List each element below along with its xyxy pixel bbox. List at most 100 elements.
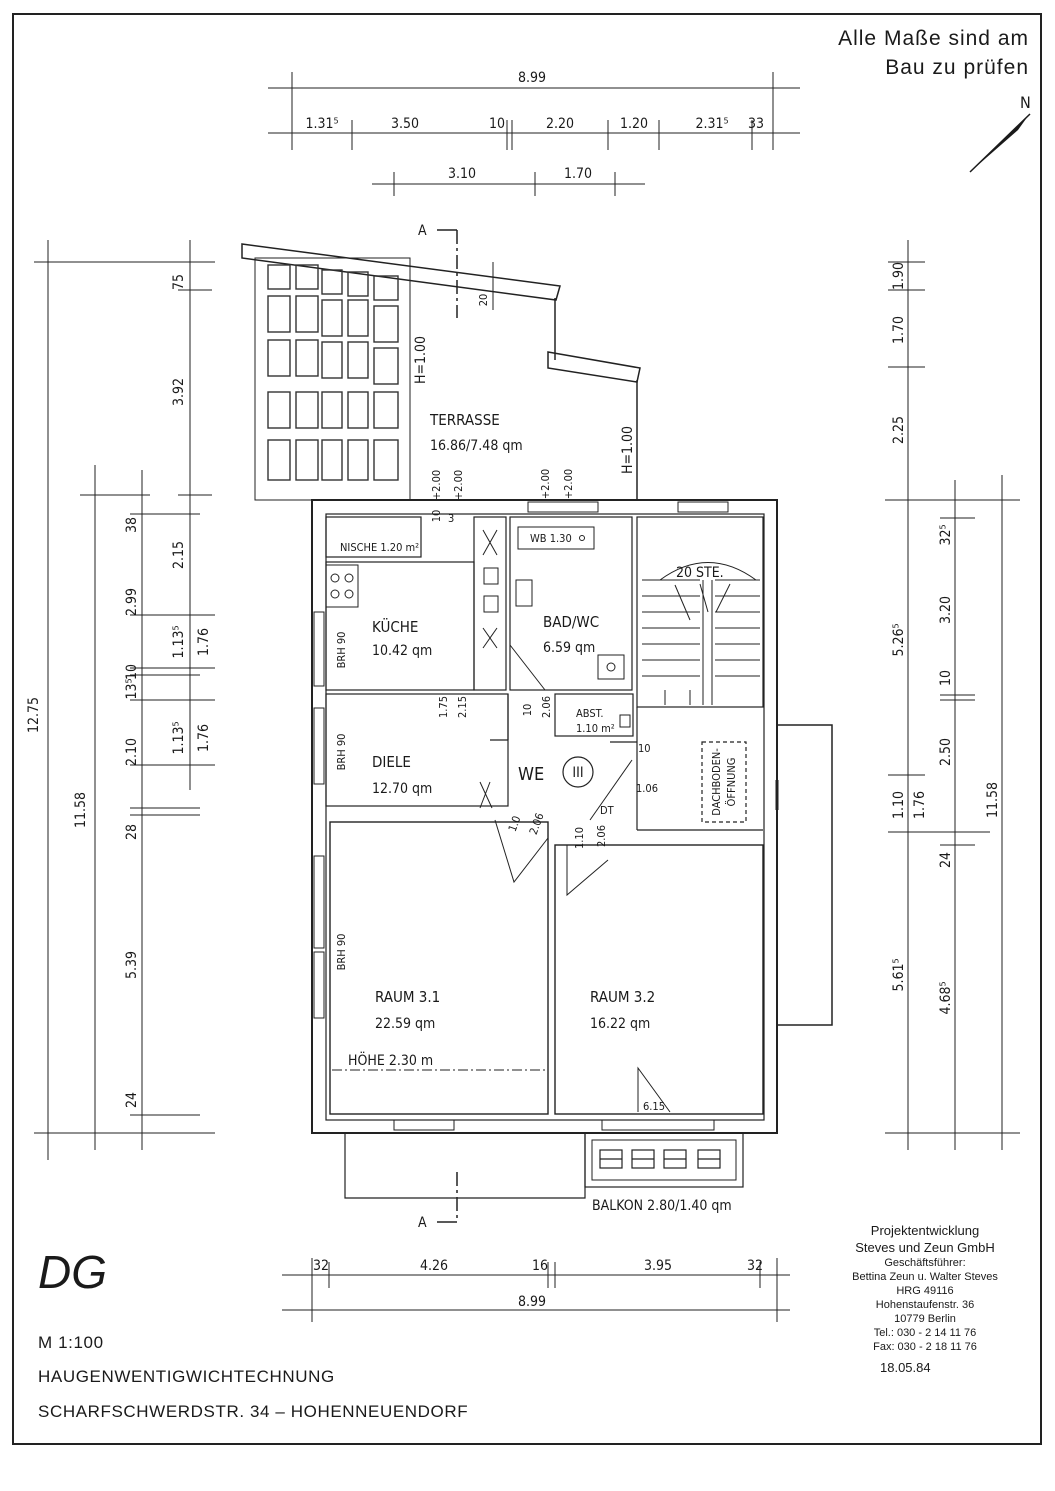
dim-left-c2: 2.99 [124, 588, 140, 616]
dim-left-c2: 13⁵ [124, 678, 140, 699]
office-line: Fax: 030 - 2 18 11 76 [873, 1341, 977, 1353]
bottom-dimensions [282, 1258, 790, 1322]
dim-left-c3: 1.76 [196, 724, 212, 752]
dim-left-c1: 1.13⁵ [171, 721, 187, 754]
sill-height: BRH 90 [335, 632, 348, 669]
verify-note-line: Bau zu prüfen [885, 56, 1029, 79]
terrace-tiles [267, 264, 399, 481]
north-label: N [1020, 93, 1031, 112]
dim-left-mid: 11.58 [73, 792, 89, 828]
left-dimensions [34, 240, 215, 1160]
kitchen-area: 10.42 qm [372, 643, 432, 659]
dim-right-c1: 1.70 [891, 316, 907, 344]
dim-110: 1.10 [573, 827, 586, 849]
storage-name: ABST. [576, 707, 604, 720]
dim-right-c2: 32⁵ [938, 524, 954, 545]
dim-10: 10 [638, 742, 651, 755]
dim-top-total: 8.99 [518, 70, 546, 86]
balcony-planters [599, 1149, 721, 1169]
verify-note: Alle Maße sind am Bau zu prüfen [769, 24, 1029, 82]
attic-label: ÖFFNUNG [725, 758, 738, 807]
attic-label: DACHBODEN- [710, 748, 723, 816]
north-arrow-icon: N [969, 93, 1031, 173]
dim-3: 3 [448, 512, 454, 525]
window-height: +2.00 [539, 469, 552, 499]
dim-top-seg: 33 [748, 116, 764, 132]
dim-left-c1: 1.13⁵ [171, 625, 187, 658]
dim-right-c2: 4.68⁵ [938, 981, 954, 1014]
dim-top-seg: 3.50 [391, 116, 419, 132]
niche-label: NISCHE 1.20 m² [340, 541, 419, 554]
scale-label: M 1:100 [38, 1333, 104, 1352]
dim-right-c1: 5.26⁵ [891, 623, 907, 656]
window-height: +2.00 [562, 469, 575, 499]
dim-right-c1: 1.10 [891, 791, 907, 819]
dim-right-c2: 24 [938, 852, 954, 868]
dim-top-row3: 1.70 [564, 166, 592, 182]
verify-note-line: Alle Maße sind am [838, 27, 1029, 50]
dim-175: 1.75 [437, 696, 450, 718]
building-walls [311, 499, 833, 1223]
door-label-dt: DT [600, 804, 615, 817]
dim-bottom-seg: 32 [747, 1258, 763, 1274]
terrace-rail-height: H=1.00 [620, 426, 636, 474]
storage-area: 1.10 m² [576, 722, 615, 735]
office-line: Geschäftsführer: [884, 1257, 966, 1269]
dim-615: 6.15 [643, 1100, 665, 1113]
kitchen-name: KÜCHE [372, 617, 418, 636]
office-line: Projektentwicklung [870, 1223, 980, 1238]
dim-right-c2: 3.20 [938, 596, 954, 624]
terrace-structure [241, 229, 641, 501]
sheet-border [12, 13, 1042, 1445]
unit-number: III [572, 765, 583, 781]
dim-206: 2.06 [540, 696, 553, 718]
dim-10d: 10 [430, 510, 443, 523]
dim-bottom-total: 8.99 [518, 1294, 546, 1310]
balcony-name: BALKON 2.80/1.40 qm [592, 1198, 732, 1214]
drawing-date: 18.05.84 [880, 1360, 931, 1375]
sill-height: BRH 90 [335, 934, 348, 971]
dim-left-c1: 2.15 [171, 541, 187, 569]
section-label-top: A [418, 223, 427, 239]
office-line: Bettina Zeun u. Walter Steves [852, 1271, 998, 1283]
dim-left-c2: 28 [124, 824, 140, 840]
dim-top-seg: 1.31⁵ [305, 116, 338, 132]
dim-bottom-seg: 16 [532, 1258, 548, 1274]
terrace-name: TERRASSE [429, 411, 500, 429]
dim-left-c2: 24 [124, 1092, 140, 1108]
drawing-name: HAUGENWENTIGWICHTECHNUNG [38, 1367, 335, 1386]
unit-name: WE [518, 764, 544, 785]
dim-top-seg: 2.20 [546, 116, 574, 132]
terrace-rail-height: H=1.00 [413, 336, 429, 384]
dim-right-c2: 10 [938, 670, 954, 686]
dim-bottom-seg: 3.95 [644, 1258, 672, 1274]
hall-area: 12.70 qm [372, 781, 432, 797]
address-label: SCHARFSCHWERDSTR. 34 – HOHENNEUENDORF [38, 1402, 469, 1421]
sill-height: BRH 90 [335, 734, 348, 771]
dim-left-c2: 38 [124, 517, 140, 533]
right-dimensions [885, 240, 1020, 1150]
room32-name: RAUM 3.2 [590, 988, 655, 1006]
dim-10b: 10 [521, 704, 534, 717]
room31-height: HÖHE 2.30 m [348, 1051, 433, 1069]
dim-215: 2.15 [456, 696, 469, 718]
room31-area: 22.59 qm [375, 1016, 435, 1032]
dim-right-c1: 2.25 [891, 416, 907, 444]
dim-right-c2: 2.50 [938, 738, 954, 766]
dim-left-c2: 10 [124, 664, 140, 680]
dim-top-seg: 1.20 [620, 116, 648, 132]
stair-treads [642, 562, 760, 705]
dim-106: 1.06 [636, 782, 658, 795]
dim-right-c1: 5.61⁵ [891, 958, 907, 991]
dim-left-c2: 2.10 [124, 738, 140, 766]
dim-left-c3: 1.76 [196, 628, 212, 656]
dim-10c: 1.0 [506, 814, 524, 833]
bath-fixture: WB 1.30 [530, 532, 572, 545]
room32-area: 16.22 qm [590, 1016, 650, 1032]
office-line: Hohenstaufenstr. 36 [875, 1299, 975, 1311]
dim-right-c1: 1.90 [891, 262, 907, 290]
dim-left-c1: 75 [171, 274, 187, 290]
office-line: 10779 Berlin [894, 1313, 956, 1325]
stairs-label: 20 STE. [676, 565, 724, 581]
dim-206: 2.06 [527, 811, 547, 836]
